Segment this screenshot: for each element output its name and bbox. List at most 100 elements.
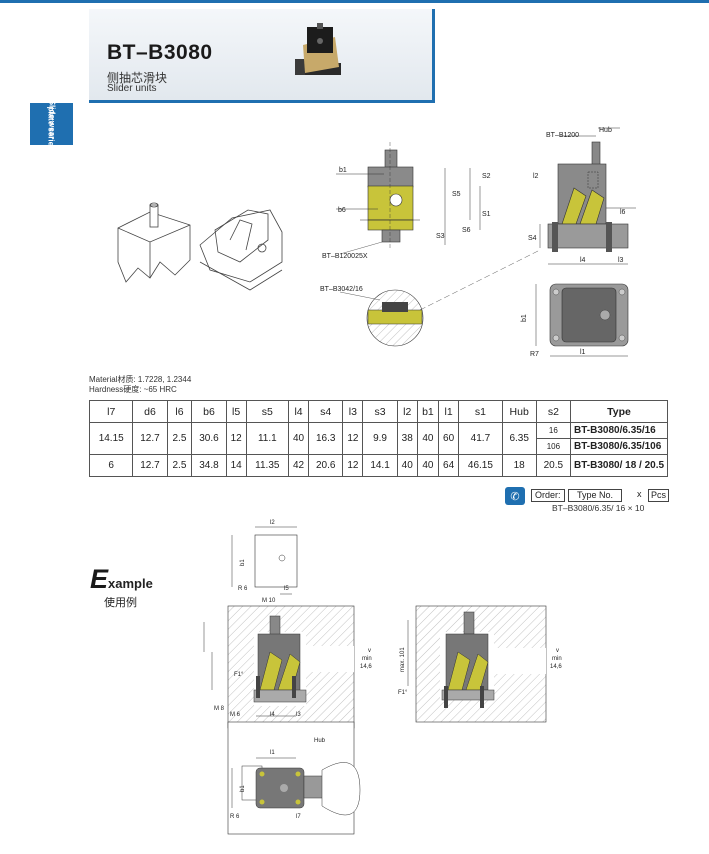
label-b1-example: b1 (240, 559, 246, 566)
label-r6-example: R 6 (238, 586, 248, 592)
example-section-right (407, 605, 547, 723)
iso-drawing-slider (117, 202, 191, 283)
label-l4-example: l4 (270, 712, 275, 718)
col-s4: s4 (308, 400, 344, 423)
label-146-right: 14,6 (550, 664, 562, 670)
label-l2-example: l2 (270, 520, 275, 526)
col-s5: s5 (245, 400, 289, 423)
product-title-en: Slider units (107, 83, 157, 94)
col-l6: l6 (166, 400, 193, 423)
example-top-view (231, 526, 298, 595)
cell: 41.7 (458, 422, 503, 455)
label-r6-bottom: R 6 (230, 814, 240, 820)
label-hub: Hub (599, 127, 612, 134)
cell: 11.1 (245, 422, 289, 455)
table-row: 14.15 12.7 2.5 30.6 12 11.1 40 16.3 12 9… (88, 422, 668, 455)
col-s1: s1 (458, 400, 503, 423)
example-section-left (203, 605, 355, 729)
col-b6: b6 (191, 400, 227, 423)
side-view (539, 127, 636, 265)
label-bt-b1200: BT–B1200 (546, 132, 579, 139)
product-photo (295, 23, 341, 75)
front-view (336, 142, 481, 255)
iso-drawing-housing (199, 209, 283, 291)
cell: 40 (396, 454, 418, 477)
cell-s2-b: 106 (535, 438, 572, 455)
label-l3-example: l3 (296, 712, 301, 718)
type-cell-a: BT-B3080/6.35/16 (570, 422, 668, 439)
cell: 16.3 (308, 422, 344, 455)
col-l3: l3 (342, 400, 364, 423)
example-bottom-plan (227, 721, 361, 835)
label-b1-front: b1 (339, 167, 347, 174)
cell: 14.15 (88, 422, 134, 455)
label-b1-bottom: b1 (240, 785, 246, 792)
label-l6: l6 (620, 209, 626, 216)
cell: 12 (342, 454, 364, 477)
cell: 12 (225, 422, 247, 455)
material-info: Material材质: 1.7228, 1.2344 Hardness硬度: ~… (89, 375, 191, 395)
cell: 6.35 (501, 422, 537, 455)
top-view (535, 283, 629, 357)
cell: 12 (342, 422, 364, 455)
col-d6: d6 (132, 400, 168, 423)
label-b1-top: b1 (521, 314, 528, 322)
header-box: BT–B3080 侧抽芯滑块 Slider units (89, 9, 435, 103)
product-title-cn: 侧抽芯滑块 (107, 71, 168, 85)
table-row: 106 BT-B3080/6.35/106 (90, 438, 668, 455)
col-l5: l5 (225, 400, 247, 423)
label-f1-left: F1° (234, 672, 244, 678)
cell: 14.1 (362, 454, 398, 477)
col-l7: l7 (88, 400, 134, 423)
label-bt-b120025x: BT–B120025X (322, 253, 368, 260)
label-s1: S1 (482, 211, 491, 218)
product-code: BT–B3080 (107, 41, 213, 64)
label-s5: S5 (452, 191, 461, 198)
cell: 38 (396, 422, 418, 455)
top-rule (0, 0, 709, 3)
label-l5-example: l5 (284, 586, 289, 592)
label-s2: S2 (482, 173, 491, 180)
col-l1: l1 (437, 400, 460, 423)
label-m8: M 8 (214, 706, 225, 712)
order-pcs: Pcs (648, 489, 670, 502)
label-hub-example: Hub (314, 738, 326, 744)
label-v-left: v (368, 648, 371, 654)
example-cn: 使用例 (104, 597, 137, 609)
cell: 2.5 (166, 454, 193, 477)
order-times: x (637, 489, 642, 499)
cell: 20.5 (535, 454, 572, 477)
cell: 40 (287, 422, 310, 455)
col-l4: l4 (287, 400, 310, 423)
cell: 12.7 (132, 454, 168, 477)
label-max101: max. 101 (400, 647, 406, 672)
order-label: Order: (531, 489, 565, 502)
cell: 60 (437, 422, 460, 455)
example-rest: xample (108, 576, 153, 591)
cell: 34.8 (191, 454, 227, 477)
label-146-left: 14,6 (360, 664, 372, 670)
cell: 9.9 (362, 422, 398, 455)
cell: 18 (501, 454, 537, 477)
col-hub: Hub (501, 400, 537, 423)
phone-icon: ✆ (505, 487, 525, 505)
spec-table: l7 d6 l6 b6 l5 s5 l4 s4 l3 s3 l2 b1 l1 s… (88, 400, 668, 477)
label-l7-bottom: l7 (296, 814, 301, 820)
col-b1: b1 (416, 400, 439, 423)
col-type: Type (570, 400, 668, 423)
order-info: ✆ Order: Type No. x Pcs BT–B3080/6.35/ 1… (505, 487, 695, 517)
col-s2: s2 (535, 400, 572, 423)
label-m10: M 10 (262, 598, 276, 604)
label-l1: l1 (580, 349, 586, 356)
cell: 12.7 (132, 422, 168, 455)
label-bt-b3042: BT–B3042/16 (320, 286, 363, 293)
cell: 30.6 (191, 422, 227, 455)
label-f1-right: F1° (398, 690, 408, 696)
side-tab: Slide wear plate series (30, 100, 73, 151)
label-v-right: v (556, 648, 559, 654)
cell: 11.35 (245, 454, 289, 477)
cell: 42 (287, 454, 310, 477)
label-m6: M 6 (230, 712, 241, 718)
label-l4: l4 (580, 257, 586, 264)
